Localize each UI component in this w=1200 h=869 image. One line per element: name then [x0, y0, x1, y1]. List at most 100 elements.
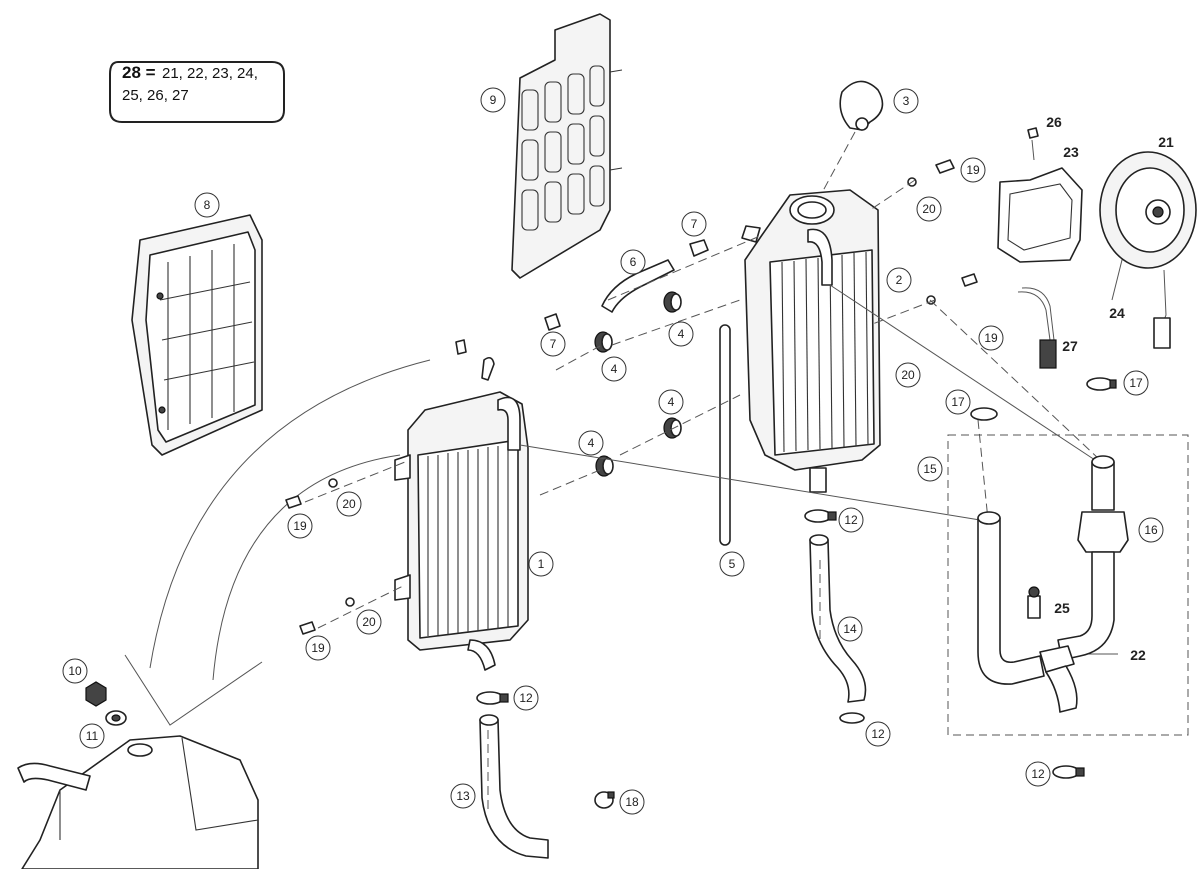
callout-5-label: 5	[729, 557, 736, 571]
bolts-and-washers	[285, 159, 978, 635]
callout-12: 12	[865, 721, 891, 747]
callout-14: 14	[837, 616, 863, 642]
cooling-fan	[1099, 151, 1197, 349]
callout-9-label: 9	[490, 93, 497, 107]
lower-hose-left	[479, 714, 549, 859]
callout-20-label: 20	[901, 368, 915, 382]
callout-1-label: 1	[538, 557, 545, 571]
grommets	[594, 291, 682, 477]
label-27: 27	[1062, 338, 1078, 354]
engine-cover	[17, 735, 259, 869]
legend-line1: 21, 22, 23, 24,	[162, 65, 258, 82]
callout-12-label: 12	[1031, 767, 1045, 781]
callout-19-label: 19	[984, 331, 998, 345]
callout-20: 20	[895, 362, 921, 388]
callout-4: 4	[578, 430, 604, 456]
long-tube	[719, 324, 731, 546]
callout-19-label: 19	[311, 641, 325, 655]
fan-bracket	[997, 167, 1083, 263]
callout-17: 17	[1123, 370, 1149, 396]
callout-20-label: 20	[362, 615, 376, 629]
callout-8-label: 8	[204, 198, 211, 212]
label-24: 24	[1109, 305, 1125, 321]
callout-19: 19	[978, 325, 1004, 351]
fan-wiring	[1017, 287, 1057, 369]
callout-8: 8	[194, 192, 220, 218]
callout-3-label: 3	[903, 94, 910, 108]
callout-4-label: 4	[678, 327, 685, 341]
callout-12: 12	[838, 507, 864, 533]
legend-line2: 25, 26, 27	[122, 87, 189, 104]
callout-3: 3	[893, 88, 919, 114]
left-radiator-guard	[131, 214, 263, 456]
label-26: 26	[1046, 114, 1062, 130]
fan-screw	[1027, 127, 1039, 139]
callout-20-label: 20	[342, 497, 356, 511]
radiator-cap	[817, 80, 884, 201]
right-radiator-guard	[511, 13, 623, 279]
callout-13-label: 13	[456, 789, 470, 803]
callout-9: 9	[480, 87, 506, 113]
callout-18-label: 18	[625, 795, 639, 809]
legend-box: 28 = 21, 22, 23, 24, 25, 26, 27	[109, 61, 285, 123]
callout-18: 18	[619, 789, 645, 815]
callout-2: 2	[886, 267, 912, 293]
drain-bolt	[85, 681, 107, 707]
label-25: 25	[1054, 600, 1070, 616]
callout-7: 7	[681, 211, 707, 237]
small-hose	[601, 259, 675, 313]
callout-13: 13	[450, 783, 476, 809]
callout-4: 4	[658, 389, 684, 415]
callout-4: 4	[668, 321, 694, 347]
callout-20: 20	[916, 196, 942, 222]
callout-7-label: 7	[550, 337, 557, 351]
left-radiator	[394, 391, 529, 671]
callout-16: 16	[1138, 517, 1164, 543]
right-radiator	[741, 189, 881, 493]
lower-hose-right	[809, 534, 867, 703]
callout-20: 20	[356, 609, 382, 635]
label-23: 23	[1063, 144, 1079, 160]
legend-key: 28 =	[122, 63, 156, 82]
callout-1: 1	[528, 551, 554, 577]
callout-14-label: 14	[843, 622, 857, 636]
callout-4: 4	[601, 356, 627, 382]
callout-17-label: 17	[951, 395, 965, 409]
callout-4-label: 4	[611, 362, 618, 376]
callout-11-label: 11	[86, 729, 99, 743]
callout-2-label: 2	[896, 273, 903, 287]
engine-guide-lines	[124, 359, 431, 726]
callout-12-label: 12	[871, 727, 885, 741]
callout-10: 10	[62, 658, 88, 684]
callout-7: 7	[540, 331, 566, 357]
callout-12-label: 12	[844, 513, 858, 527]
callout-19-label: 19	[966, 163, 980, 177]
callout-19-label: 19	[293, 519, 307, 533]
callout-7-label: 7	[691, 217, 698, 231]
callout-6-label: 6	[630, 255, 637, 269]
small-clamps	[544, 239, 709, 331]
callout-19: 19	[305, 635, 331, 661]
callout-6: 6	[620, 249, 646, 275]
callout-11: 11	[79, 723, 105, 749]
callout-12: 12	[513, 685, 539, 711]
drain-washer	[105, 710, 127, 726]
callout-17: 17	[945, 389, 971, 415]
thermostat-hose-assembly	[977, 455, 1129, 713]
callout-17-label: 17	[1129, 376, 1143, 390]
callout-19: 19	[960, 157, 986, 183]
callout-10-label: 10	[68, 664, 82, 678]
hose-clamps	[476, 377, 1117, 809]
callout-5: 5	[719, 551, 745, 577]
callout-12: 12	[1025, 761, 1051, 787]
callout-15-label: 15	[923, 462, 937, 476]
callout-4-label: 4	[588, 436, 595, 450]
thermostat-assembly-box	[947, 434, 1189, 736]
callout-19: 19	[287, 513, 313, 539]
label-21: 21	[1158, 134, 1174, 150]
callout-20-label: 20	[922, 202, 936, 216]
callout-15: 15	[917, 456, 943, 482]
callout-4-label: 4	[668, 395, 675, 409]
callout-12-label: 12	[519, 691, 533, 705]
